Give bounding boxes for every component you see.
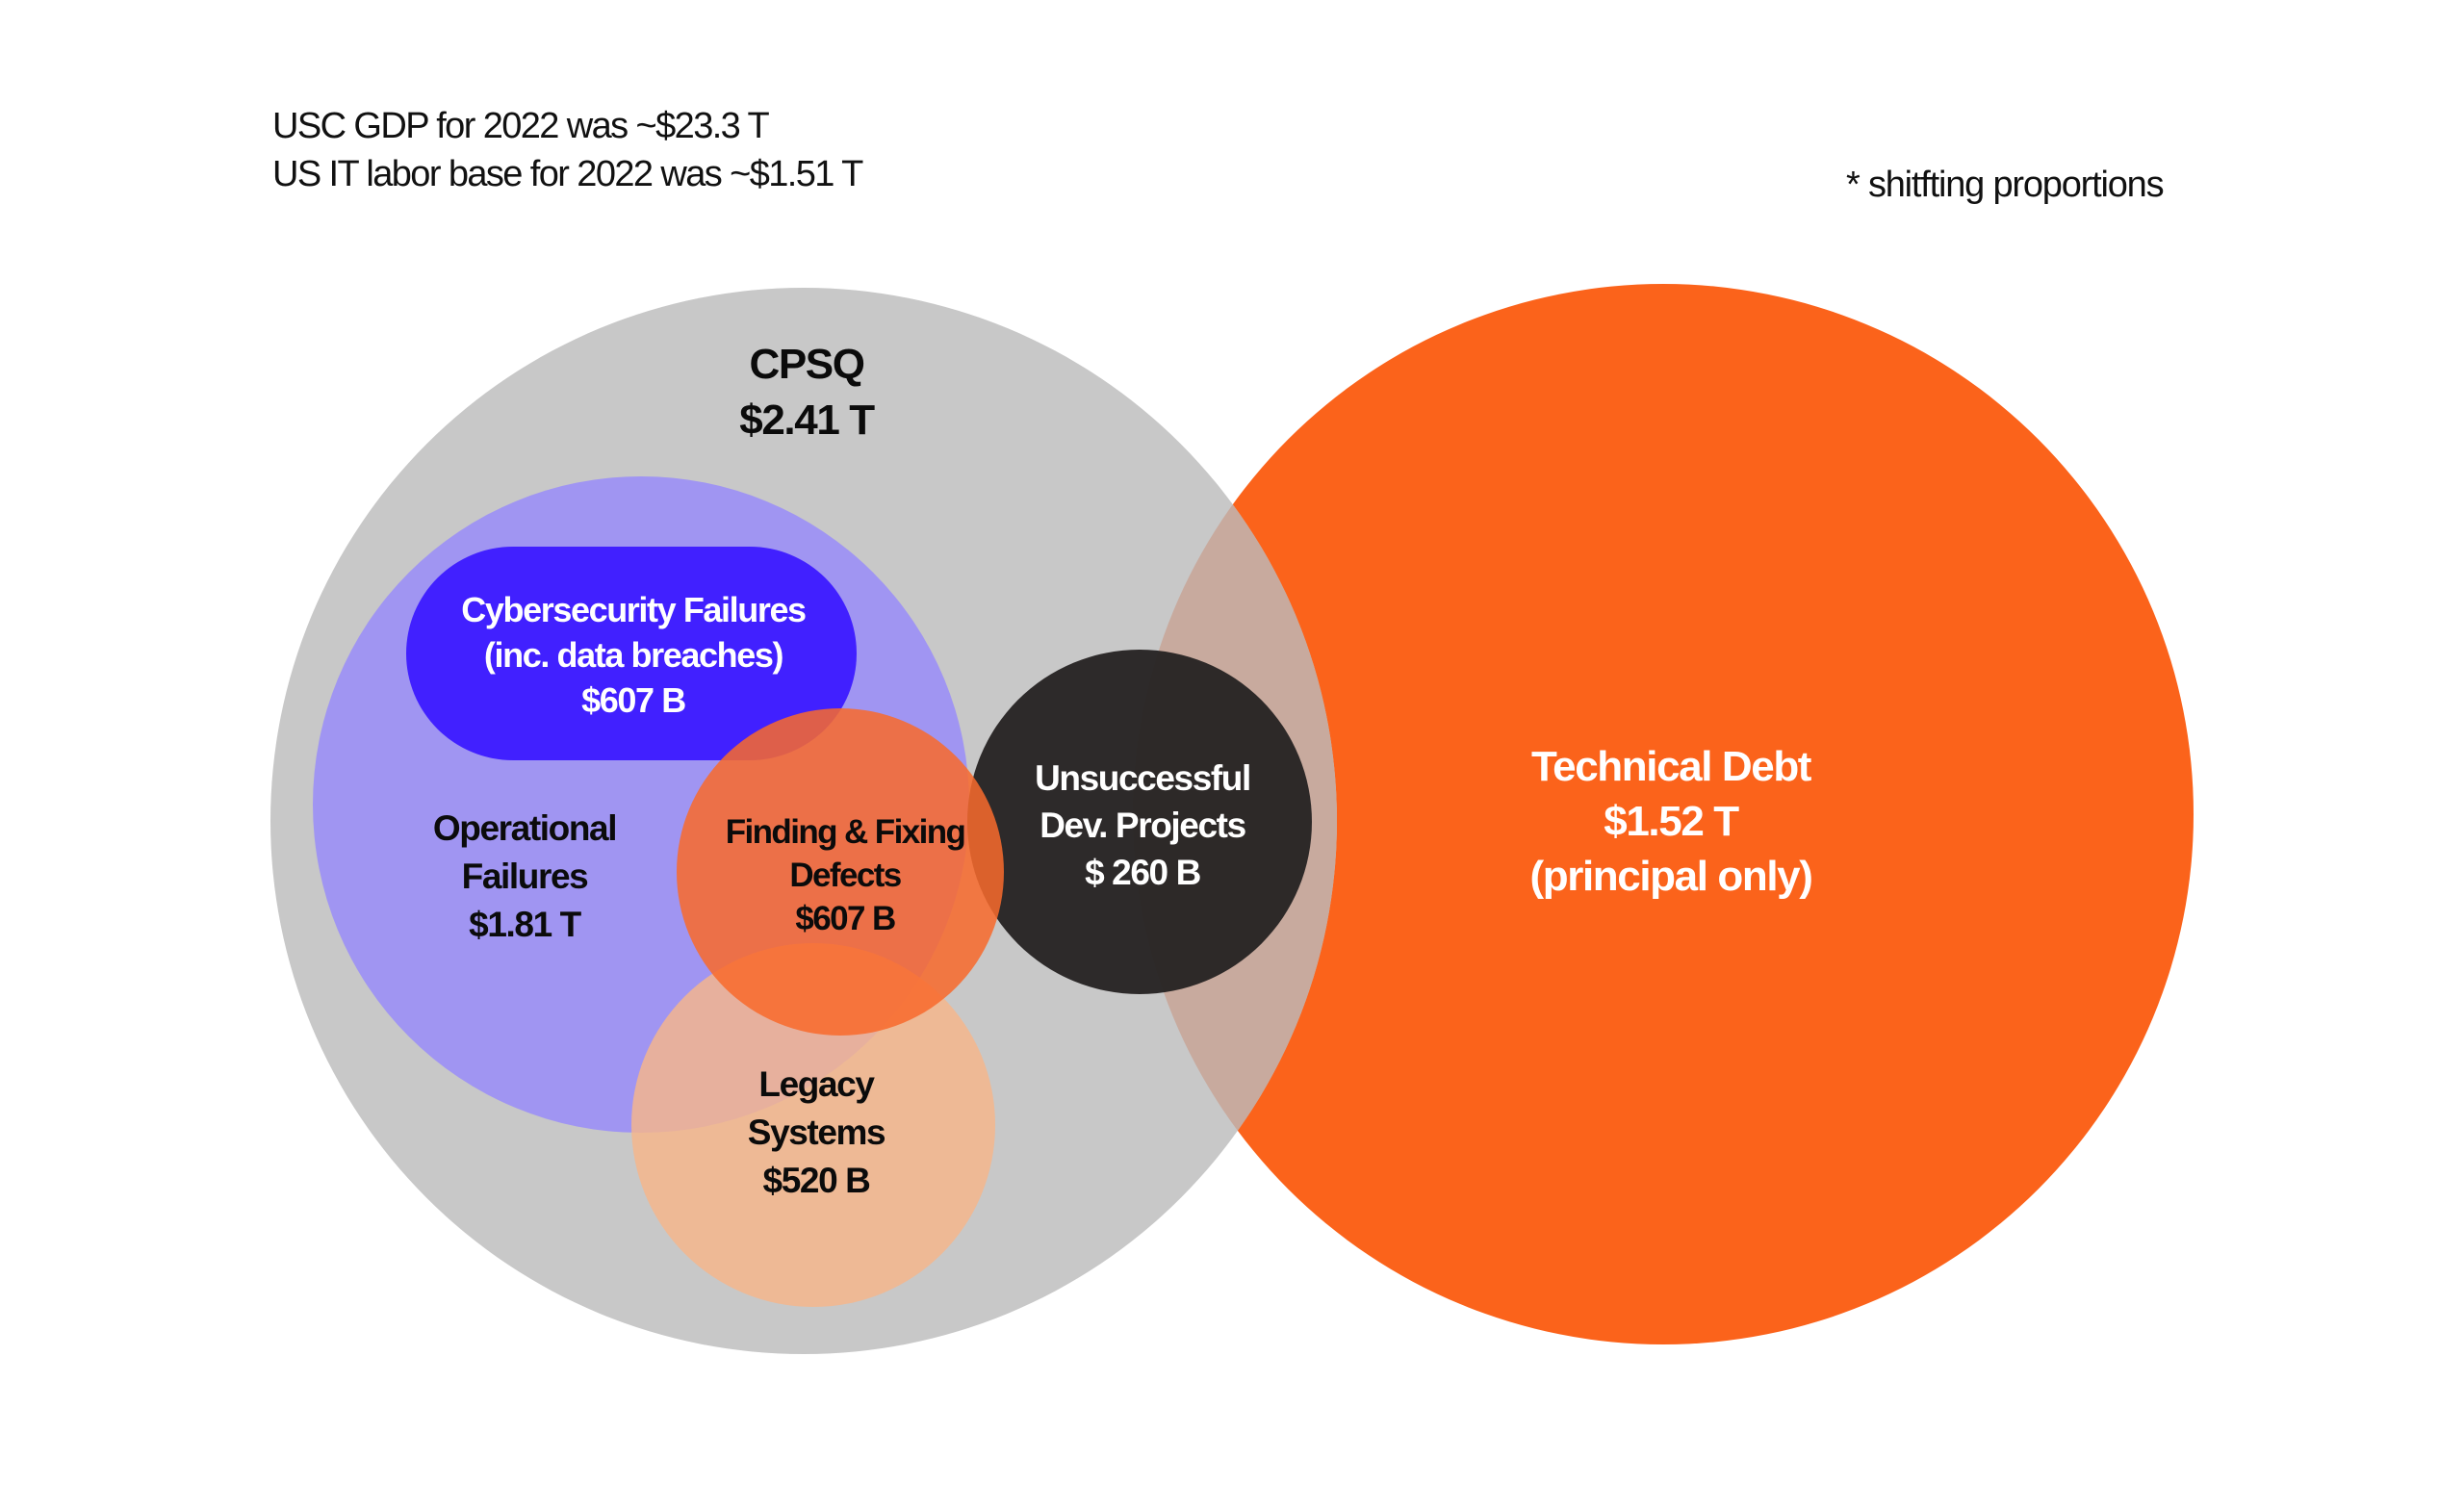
cybersecurity-subtitle: (inc. data breaches): [483, 635, 784, 675]
unsuccessful-dev-projects-label: Unsuccessful Dev. Projects $ 260 B: [1035, 755, 1251, 896]
technical-debt-circle: [1133, 284, 2194, 1344]
legacy-systems-circle: [631, 943, 995, 1307]
cpsq-label: CPSQ $2.41 T: [739, 337, 875, 448]
operational-failures-label: Operational Failures $1.81 T: [432, 805, 618, 949]
legacy-systems-label: Legacy Systems $520 B: [747, 1061, 886, 1205]
operational-value: $1.81 T: [469, 905, 581, 944]
defects-title-2: Defects: [789, 857, 902, 894]
operational-title-2: Failures: [461, 857, 589, 896]
footnote-shifting-proportions: * shitfting proportions: [1846, 165, 2165, 205]
dev-projects-title-1: Unsuccessful: [1035, 758, 1251, 798]
technical-debt-title: Technical Debt: [1530, 743, 1812, 790]
technical-debt-value: $1.52 T: [1604, 798, 1739, 845]
cybersecurity-value: $607 B: [581, 680, 686, 720]
cybersecurity-failures-pill: [406, 547, 857, 760]
cybersecurity-title: Cybersecurity Failures: [461, 590, 807, 629]
legacy-value: $520 B: [762, 1161, 871, 1200]
gdp-note: USC GDP for 2022 was ~$23.3 T: [272, 106, 770, 146]
dev-projects-title-2: Dev. Projects: [1040, 806, 1246, 845]
legacy-title-2: Systems: [747, 1113, 886, 1152]
defects-value: $607 B: [795, 900, 896, 937]
operational-title-1: Operational: [432, 808, 618, 848]
technical-debt-label: Technical Debt $1.52 T (principal only): [1529, 739, 1813, 904]
technical-debt-qualifier: (principal only): [1529, 853, 1813, 900]
defects-title-1: Finding & Fixing: [725, 813, 966, 851]
finding-fixing-defects-circle: [677, 708, 1004, 1036]
finding-fixing-defects-label: Finding & Fixing Defects $607 B: [725, 810, 966, 940]
legacy-title-1: Legacy: [758, 1064, 875, 1104]
cybersecurity-failures-label: Cybersecurity Failures (inc. data breach…: [461, 587, 807, 723]
it-labor-note: US IT labor base for 2022 was ~$1.51 T: [272, 154, 863, 194]
cpsq-title: CPSQ: [749, 341, 865, 388]
dev-projects-value: $ 260 B: [1085, 853, 1201, 892]
cpsq-value: $2.41 T: [739, 397, 875, 444]
unsuccessful-dev-projects-circle: [967, 650, 1312, 994]
